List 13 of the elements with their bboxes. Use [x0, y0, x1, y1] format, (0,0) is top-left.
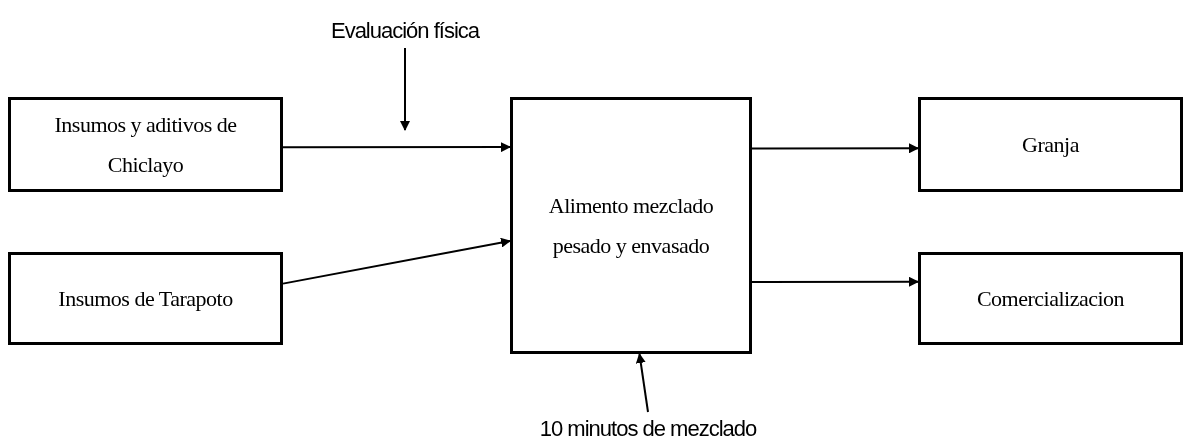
process-box: Insumos de Tarapoto	[8, 252, 283, 345]
input-label: 10 minutos de mezclado	[540, 412, 756, 444]
arrow	[751, 276, 919, 287]
process-box: Granja	[918, 97, 1183, 192]
process-box: Insumos y aditivos de Chiclayo	[8, 97, 283, 192]
arrow	[751, 143, 919, 154]
arrow	[282, 142, 511, 153]
arrow	[282, 237, 511, 285]
arrow	[635, 353, 649, 413]
process-box: Comercializacion	[918, 252, 1183, 345]
process-box: Alimento mezclado pesado y envasado	[510, 97, 752, 354]
arrow	[400, 47, 410, 131]
input-label: Evaluación física	[300, 12, 510, 48]
